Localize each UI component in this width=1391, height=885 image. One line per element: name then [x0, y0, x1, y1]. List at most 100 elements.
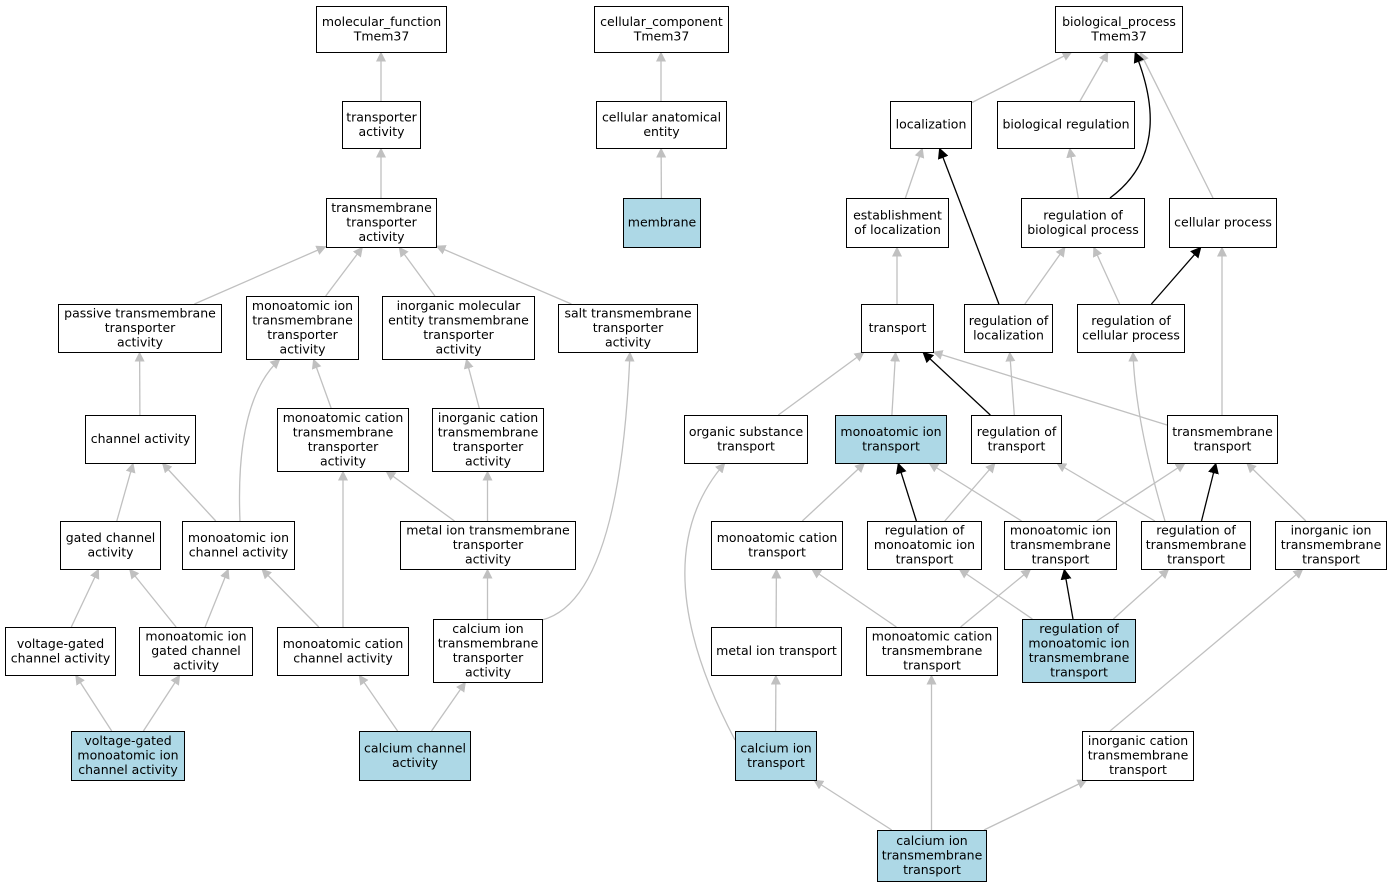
- go-term-node-tr[interactable]: transport: [861, 304, 934, 353]
- node-box: [846, 198, 949, 248]
- edge-line: [895, 462, 918, 522]
- edge-migca-to-gca: [128, 568, 177, 628]
- node-box: [877, 830, 987, 882]
- node-label-line: entity transmembrane: [388, 312, 529, 327]
- edge-line: [684, 462, 736, 741]
- edge-line: [1056, 462, 1156, 522]
- edge-rotmt-to-rot: [1056, 462, 1156, 522]
- node-label-line: monoatomic ion: [840, 424, 941, 439]
- node-label-line: biological regulation: [1002, 117, 1129, 132]
- edge-stt-to-tta: [435, 245, 572, 305]
- edge-mctt-to-mitt: [311, 358, 332, 409]
- node-label-line: transporter: [423, 327, 494, 342]
- edge-line: [430, 681, 467, 732]
- node-label-line: passive transmembrane: [64, 306, 216, 321]
- edge-line: [904, 147, 925, 199]
- node-box: [359, 731, 471, 781]
- node-box: [684, 415, 808, 464]
- edge-line: [358, 674, 399, 732]
- node-label-line: transmembrane: [882, 643, 983, 658]
- edge-line: [261, 568, 320, 628]
- node-box: [316, 6, 447, 53]
- go-term-node-citt[interactable]: calcium iontransmembranetransporteractiv…: [433, 619, 543, 683]
- go-term-node-ca[interactable]: channel activity: [85, 415, 196, 464]
- go-term-node-loc[interactable]: localization: [890, 101, 972, 149]
- node-label-line: monoatomic ion: [874, 537, 975, 552]
- edge-rbp-to-breg: [1066, 147, 1079, 199]
- node-box: [326, 198, 437, 248]
- node-label-line: biological process: [1027, 222, 1139, 237]
- node-label-line: transport: [896, 552, 954, 567]
- node-label-line: transport: [1167, 552, 1225, 567]
- edge-rot-to-rol: [1005, 351, 1016, 416]
- edge-romitmt-to-romit: [958, 568, 1033, 620]
- node-label-line: regulation of: [969, 313, 1049, 328]
- go-term-node-mem[interactable]: membrane: [623, 198, 701, 248]
- edge-line: [1005, 351, 1016, 416]
- go-term-node-breg[interactable]: biological regulation: [997, 101, 1135, 149]
- go-term-node-mitt[interactable]: monoatomic iontransmembranetransporterac…: [246, 296, 359, 360]
- node-label-line: activity: [173, 658, 220, 673]
- node-label-line: membrane: [628, 215, 697, 230]
- edge-cca-to-citt: [430, 681, 467, 732]
- edge-line: [385, 470, 455, 522]
- node-label-line: transport: [903, 658, 961, 673]
- node-box: [58, 304, 222, 353]
- edge-line: [74, 674, 113, 732]
- go-term-node-mitta[interactable]: metal ion transmembranetransporteractivi…: [400, 521, 576, 570]
- node-box: [1082, 731, 1194, 781]
- node-box: [861, 304, 934, 353]
- edge-line: [960, 568, 1032, 628]
- edge-line: [983, 779, 1088, 831]
- go-term-node-mett[interactable]: metal ion transport: [711, 627, 842, 676]
- node-label-line: channel activity: [78, 762, 178, 777]
- go-term-node-ictt[interactable]: inorganic cationtransmembranetransporter…: [432, 408, 544, 472]
- go-term-node-cp[interactable]: cellular process: [1169, 198, 1277, 248]
- node-label-line: Tmem37: [1090, 28, 1147, 43]
- edge-tmt-to-tr: [932, 350, 1168, 426]
- edge-rol-to-loc: [937, 147, 1000, 305]
- node-label-line: transporter: [453, 537, 524, 552]
- node-label-line: monoatomic ion: [77, 748, 178, 763]
- go-term-node-mctt[interactable]: monoatomic cationtransmembranetransporte…: [277, 408, 409, 472]
- node-label-line: transmembrane: [331, 200, 432, 215]
- edge-line: [932, 350, 1168, 426]
- node-label-line: monoatomic cation: [717, 530, 838, 545]
- node-label-line: transport: [1032, 552, 1090, 567]
- node-label-line: transport: [1194, 438, 1252, 453]
